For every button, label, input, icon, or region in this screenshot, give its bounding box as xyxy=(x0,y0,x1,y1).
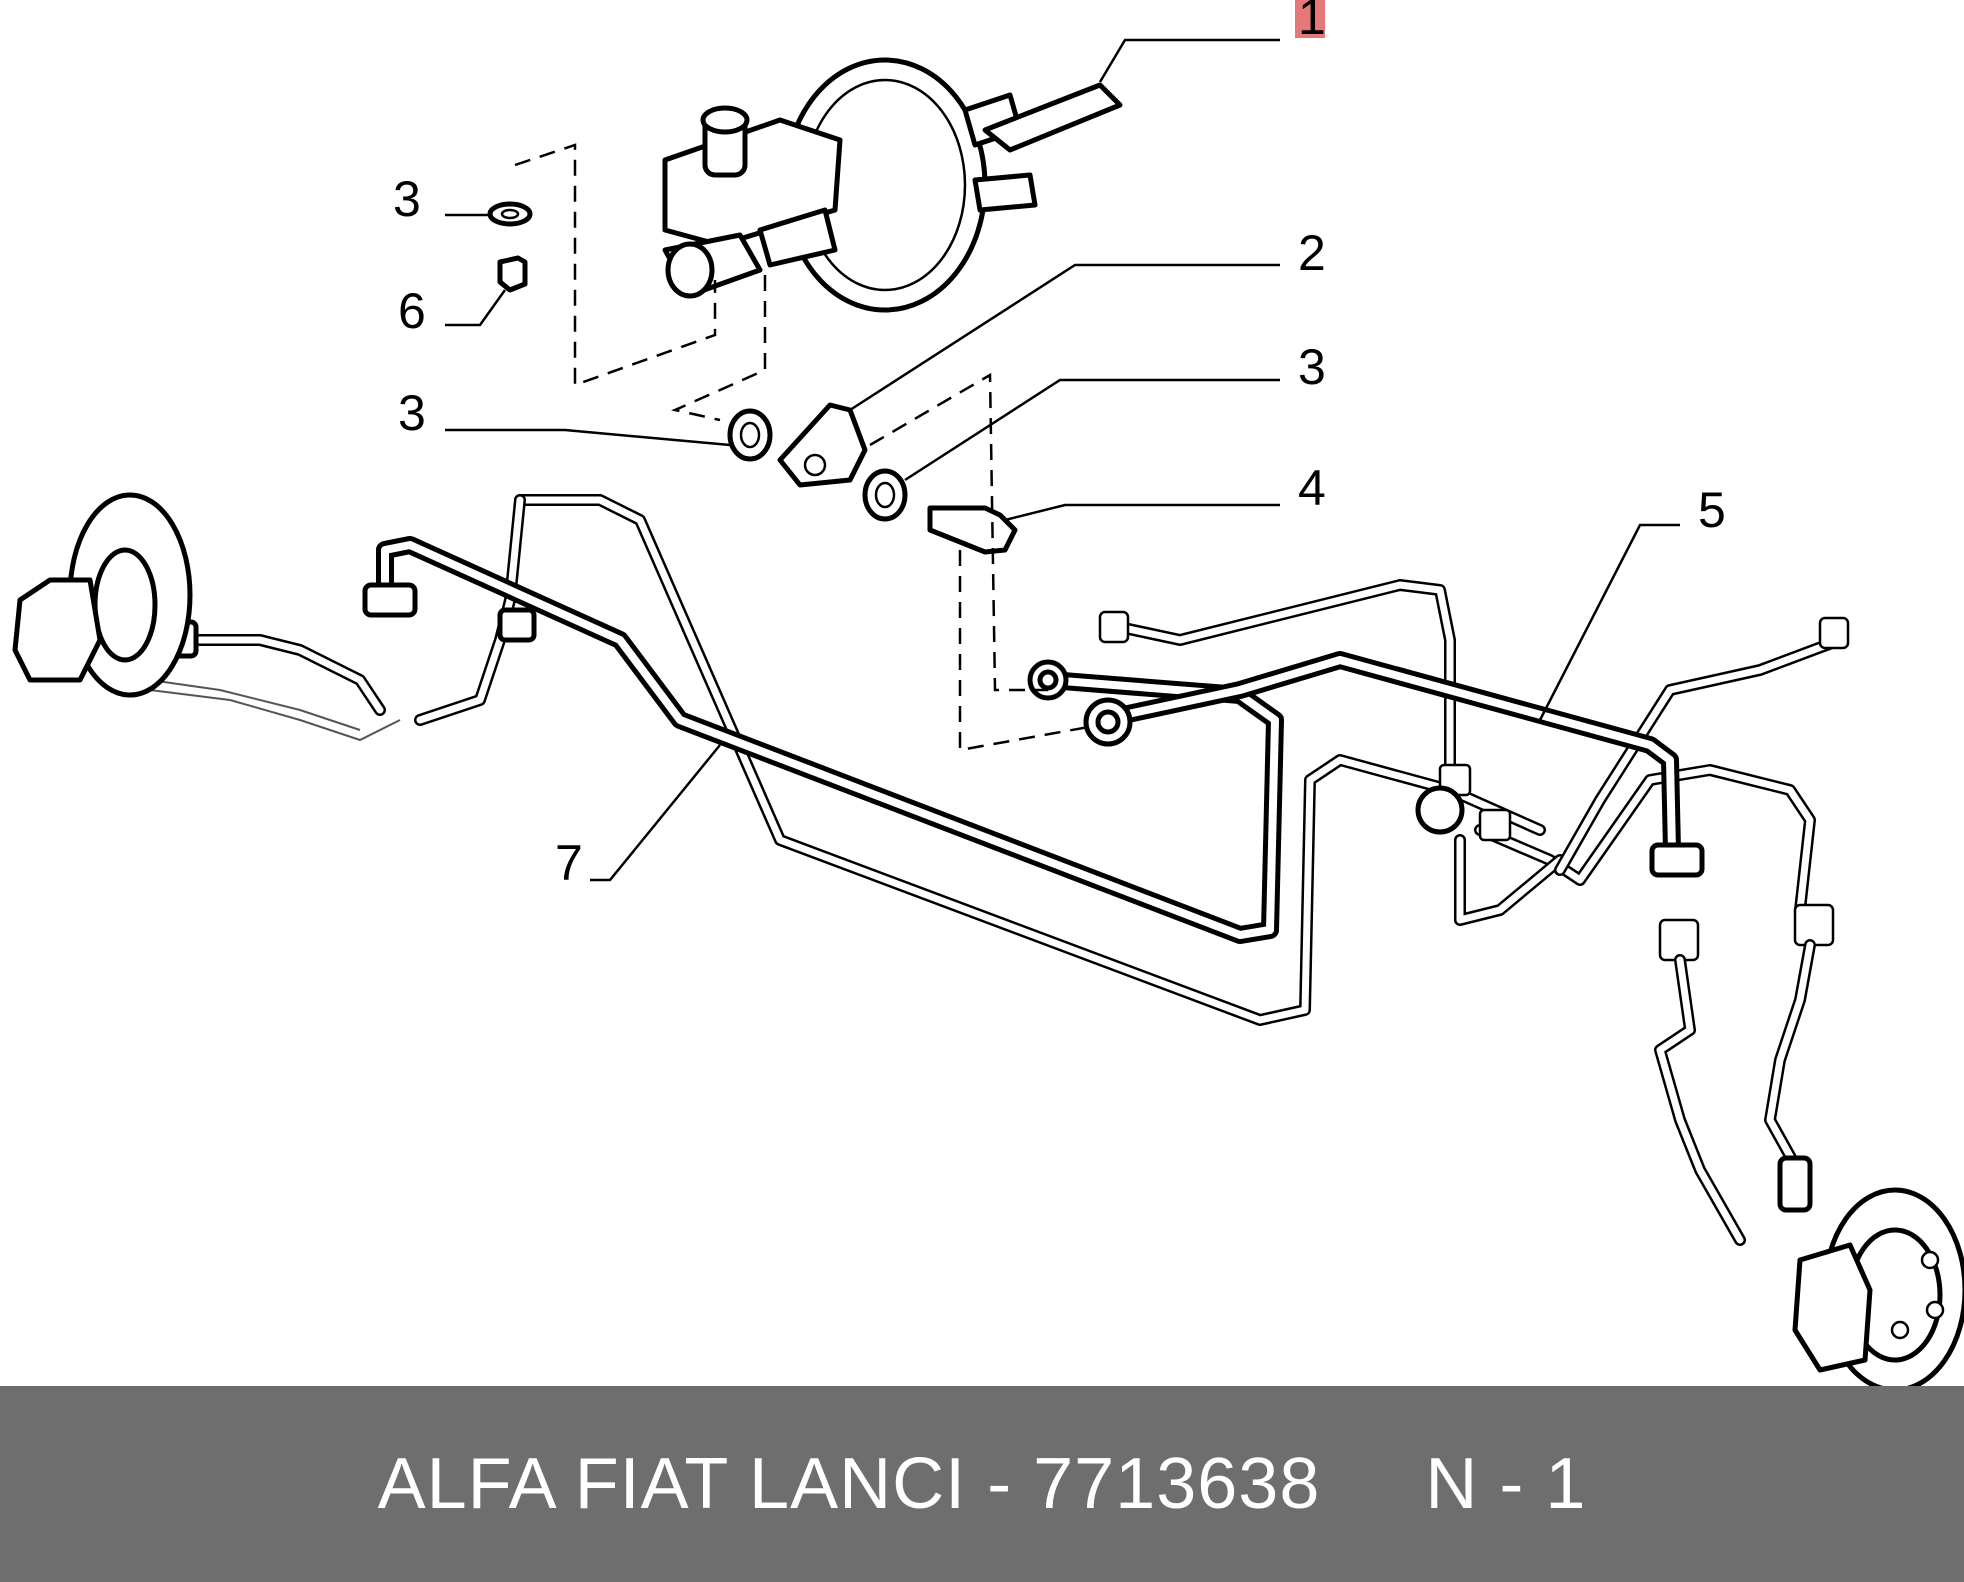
background-pipes xyxy=(414,494,1846,1026)
brake-disc-rear-right xyxy=(1792,1187,1964,1386)
callout-7: 7 xyxy=(555,835,583,891)
leader-lines xyxy=(445,38,1680,882)
callout-4: 4 xyxy=(1298,460,1326,516)
callout-6: 6 xyxy=(398,283,426,339)
bracket-2 xyxy=(777,402,868,488)
callouts: 1 2 3 3 3 4 5 6 7 xyxy=(393,0,1726,891)
callout-3-left: 3 xyxy=(398,385,426,441)
callout-3-right: 3 xyxy=(1298,339,1326,395)
parts-diagram: 1 2 3 3 3 4 5 6 7 xyxy=(12,0,1964,1386)
brake-pipe-5 xyxy=(1091,651,1681,859)
footer-bar: ALFA FIAT LANCI - 7713638 N - 1 xyxy=(0,1386,1964,1582)
callout-5: 5 xyxy=(1698,482,1726,538)
pipe-fittings xyxy=(362,582,1850,962)
footer-part-number: ALFA FIAT LANCI - 7713638 N - 1 xyxy=(377,1444,1587,1524)
callout-3-top: 3 xyxy=(393,171,421,227)
small-parts xyxy=(487,201,1018,555)
callout-1-highlight xyxy=(1295,0,1325,38)
brake-disc-front-left xyxy=(12,492,193,698)
brake-pipe-7 xyxy=(376,536,1284,944)
callout-2: 2 xyxy=(1298,225,1326,281)
master-cylinder xyxy=(662,105,843,299)
assembly-lines xyxy=(514,143,1101,752)
bolt-6 xyxy=(497,255,528,293)
callout-1: 1 xyxy=(1298,0,1326,45)
bolt-4 xyxy=(927,505,1018,555)
pipe-junction xyxy=(1415,785,1465,835)
